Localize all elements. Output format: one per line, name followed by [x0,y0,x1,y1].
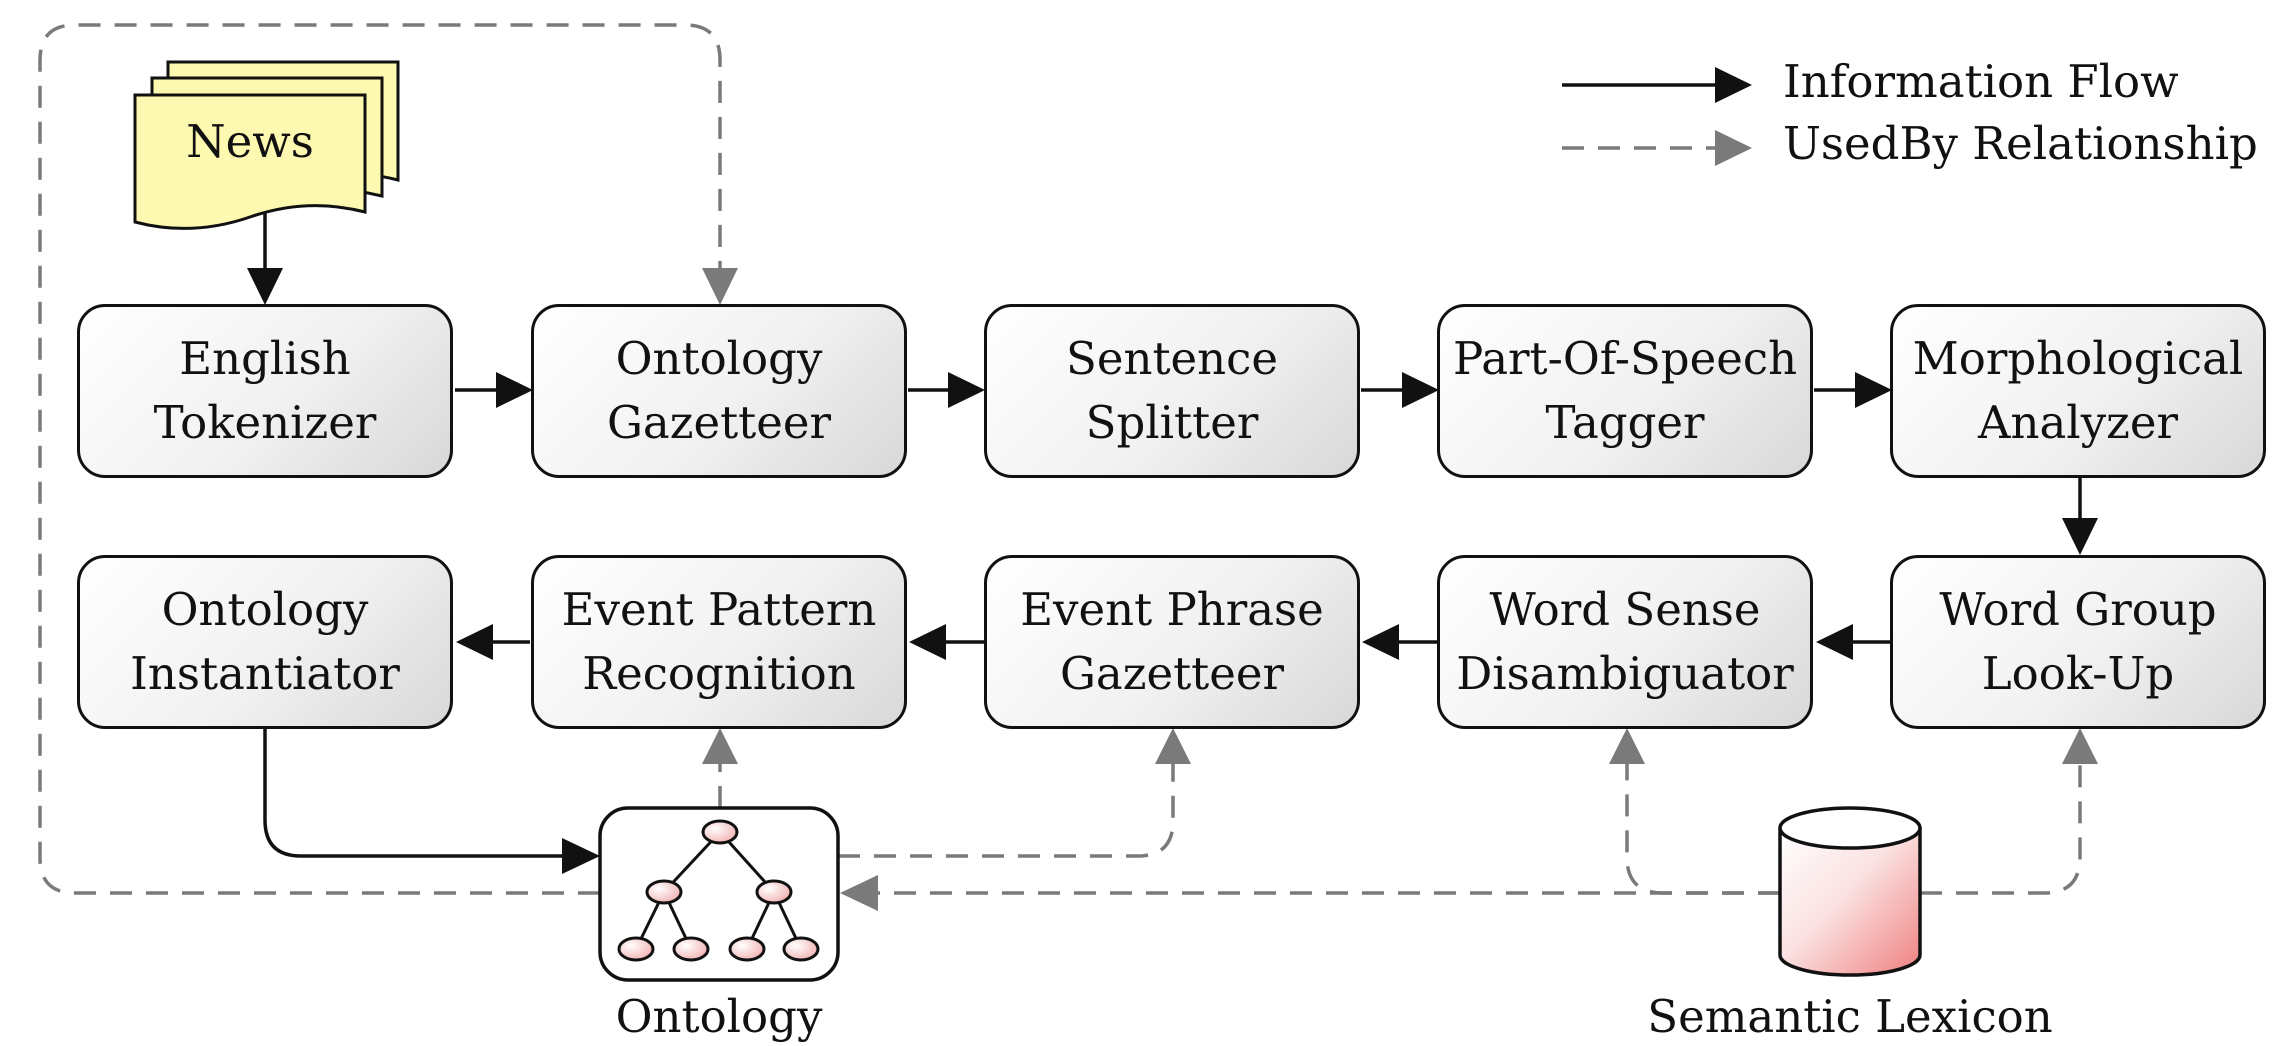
ontology-tree-icon [617,819,820,962]
event-phrase-gazetteer-box: Event Phrase Gazetteer [984,555,1360,729]
box-line-1: English [179,332,351,385]
usedby-arrowhead [2062,728,2098,764]
usedby-ontology-gazetteer [38,23,722,895]
ontology-gazetteer-box: Ontology Gazetteer [531,304,907,478]
usedby-lexicon-wgl [1920,764,2082,895]
box-line-2: Tagger [1545,396,1705,449]
flow-arrowhead [948,372,985,408]
box-line-2: Analyzer [1978,396,2178,449]
legend-information-flow: Information Flow [1783,55,2179,108]
event-pattern-recognition-box: Event Pattern Recognition [531,555,907,729]
box-line-1: Event Pattern [561,583,877,636]
box-line-1: Ontology [161,583,369,636]
flow-arrowhead [2062,518,2098,555]
flow-arrowhead [1362,624,1399,660]
usedby-lexicon-wsd [1625,764,1780,895]
box-line-1: Part-Of-Speech [1452,332,1798,385]
flow-arrowhead [456,624,493,660]
box-line-2: Splitter [1085,396,1259,449]
box-line-1: Event Phrase [1020,583,1324,636]
usedby-arrowhead [1155,728,1191,764]
box-line-2: Disambiguator [1456,647,1794,700]
semantic-lexicon-label: Semantic Lexicon [1647,990,2053,1043]
flow-arrowhead [496,372,533,408]
flow-arrowhead [909,624,946,660]
flow-arrowhead [1816,624,1853,660]
flow-instantiator-ontology [263,729,562,858]
legend-dashed-arrowhead [1715,130,1752,166]
box-line-2: Look-Up [1981,647,2175,700]
box-line-2: Instantiator [130,647,400,700]
database-cylinder-icon [1778,806,1922,977]
ontology-instantiator-box: Ontology Instantiator [77,555,453,729]
usedby-arrowhead [702,728,738,764]
box-line-2: Gazetteer [1059,647,1285,700]
usedby-arrowhead [1609,728,1645,764]
news-label: News [186,115,314,168]
legend-solid-arrowhead [1715,67,1752,103]
box-line-1: Sentence [1066,332,1278,385]
usedby-arrowhead [702,268,738,305]
ontology-label: Ontology [615,990,823,1043]
box-line-1: Word Sense [1489,583,1761,636]
box-line-1: Word Group [1939,583,2217,636]
english-tokenizer-box: English Tokenizer [77,304,453,478]
sentence-splitter-box: Sentence Splitter [984,304,1360,478]
pos-tagger-box: Part-Of-Speech Tagger [1437,304,1813,478]
flow-arrowhead [1855,372,1892,408]
box-line-2: Recognition [582,647,856,700]
legend-usedby-relationship: UsedBy Relationship [1783,117,2258,170]
word-sense-disambiguator-box: Word Sense Disambiguator [1437,555,1813,729]
news-document-icon [133,60,400,230]
box-line-1: Morphological [1912,332,2244,385]
word-group-lookup-box: Word Group Look-Up [1890,555,2266,729]
ontology-box [598,806,840,982]
flow-arrowhead [1402,372,1439,408]
flow-arrowhead [562,838,600,874]
box-line-2: Gazetteer [606,396,832,449]
flow-arrowhead [247,268,283,305]
box-line-1: Ontology [615,332,823,385]
morphological-analyzer-box: Morphological Analyzer [1890,304,2266,478]
usedby-event-phrase [838,764,1175,858]
box-line-2: Tokenizer [153,396,377,449]
usedby-arrowhead [840,875,878,911]
